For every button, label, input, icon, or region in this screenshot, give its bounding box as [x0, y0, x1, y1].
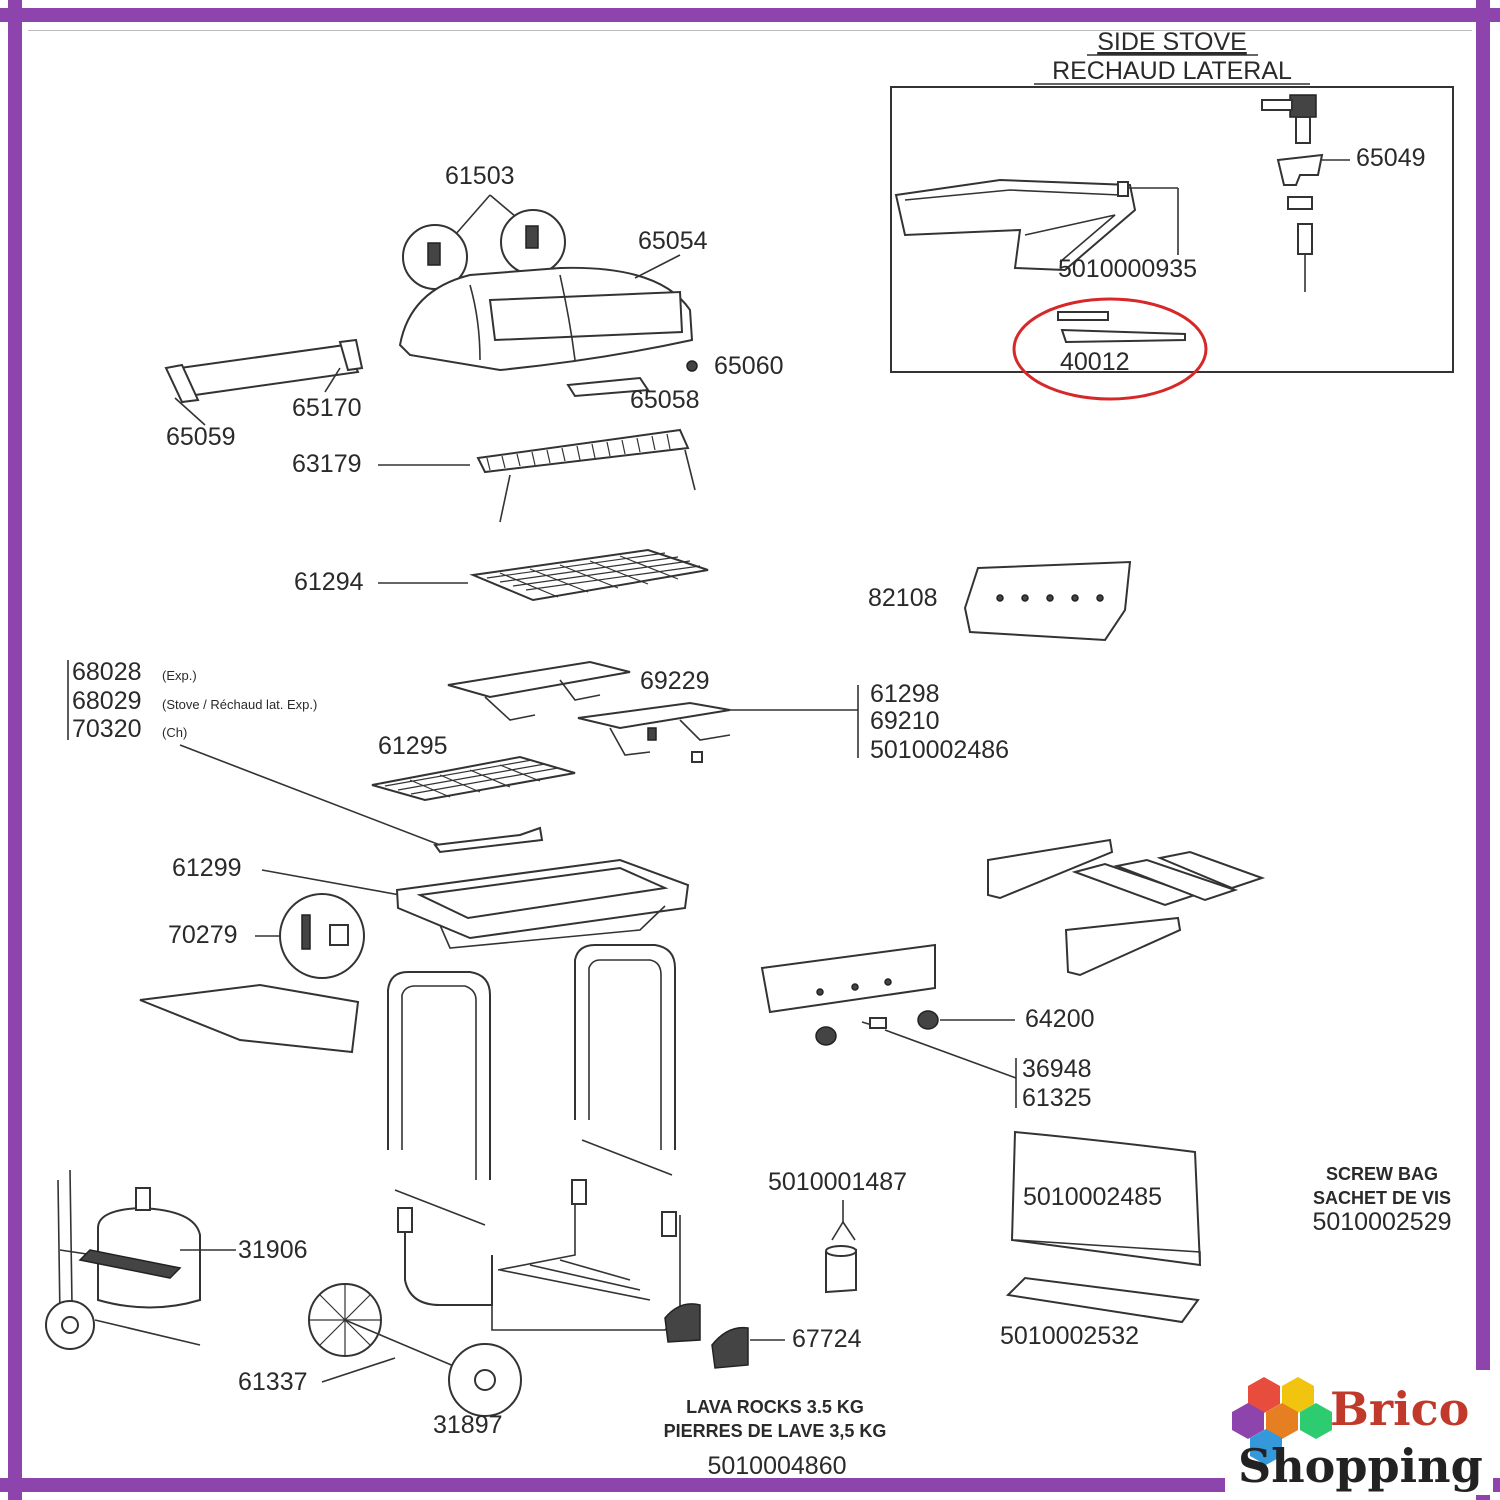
- part-label-5010002485: 5010002485: [1023, 1183, 1162, 1211]
- part-label-67724: 67724: [792, 1325, 862, 1353]
- part-label-61337: 61337: [238, 1368, 308, 1396]
- brico-shopping-logo: Brico Shopping: [1225, 1370, 1493, 1495]
- part-label-61294: 61294: [294, 568, 364, 596]
- part-label-65054: 65054: [638, 227, 708, 255]
- igniter-kit-circle: [279, 893, 365, 979]
- lid-hinge-drawing: [566, 376, 650, 398]
- gas-bottle: 31906: [45, 1169, 308, 1350]
- part-label-65049: 65049: [1356, 144, 1426, 172]
- brand-name-bottom: Shopping: [1238, 1439, 1483, 1493]
- part-label-68029: 68029: [72, 687, 142, 715]
- side-stove-box: [890, 86, 1454, 373]
- part-label-64200: 64200: [1025, 1005, 1095, 1033]
- warming-rack: 63179: [292, 428, 696, 523]
- cart-frame: [387, 944, 681, 1331]
- side-shelf-small: 65170 65059: [164, 338, 364, 451]
- lava-rocks-block: LAVA ROCKS 3.5 KG PIERRES DE LAVE 3,5 KG…: [664, 1397, 887, 1480]
- side-shelf-left-drawing: [139, 983, 360, 1054]
- part-label-61299: 61299: [172, 854, 242, 882]
- burner-group: 69229 61298 69210 5010002486: [447, 660, 1009, 764]
- screw-bag-code: 5010002529: [1312, 1208, 1451, 1236]
- part-label-65060: 65060: [714, 352, 784, 380]
- burner-labels: 68028 (Exp.) 68029 (Stove / Réchaud lat.…: [67, 658, 544, 854]
- lava-grate: 61295: [371, 732, 576, 802]
- side-stove-title-fr: RECHAUD LATERAL: [1052, 57, 1292, 85]
- frame-left-border: [8, 0, 22, 1500]
- frame-top-border: [0, 8, 1500, 22]
- part-note-68028: (Exp.): [162, 668, 197, 683]
- part-label-36948: 36948: [1022, 1055, 1092, 1083]
- burner-tube-drawing: [1060, 328, 1186, 344]
- part-label-5010002532: 5010002532: [1000, 1322, 1139, 1350]
- cord-and-can: 5010001487: [768, 1168, 907, 1294]
- right-shelf-pieces: [987, 838, 1266, 977]
- lava-rocks-title: LAVA ROCKS 3.5 KG: [686, 1397, 864, 1417]
- part-label-5010000935: 5010000935: [1058, 255, 1197, 283]
- burner-pipe-drawing: [433, 826, 544, 854]
- part-label-70279: 70279: [168, 921, 238, 949]
- frame-right-border: [1476, 0, 1490, 1500]
- knob-left-drawing: [815, 1026, 837, 1046]
- igniter-drawing: [1297, 223, 1313, 255]
- wheels: 61337 31897: [238, 1283, 522, 1439]
- frame-bottom-border: [0, 1478, 1500, 1492]
- lava-rocks-code: 5010004860: [707, 1452, 846, 1480]
- part-label-63179: 63179: [292, 450, 362, 478]
- part-label-82108: 82108: [868, 584, 938, 612]
- part-label-70320: 70320: [72, 715, 142, 743]
- valve-clip-drawing: [1276, 153, 1324, 186]
- part-note-68029: (Stove / Réchaud lat. Exp.): [162, 697, 317, 712]
- part-label-65170: 65170: [292, 394, 362, 422]
- brand-name-top: Brico: [1330, 1382, 1469, 1436]
- screw-bag-title-fr: SACHET DE VIS: [1313, 1188, 1451, 1208]
- highlight-circle: [1012, 297, 1208, 401]
- part-label-61298: 61298: [870, 680, 940, 708]
- part-note-70320: (Ch): [162, 725, 187, 740]
- part-label-61295: 61295: [378, 732, 448, 760]
- screw-bag-title: SCREW BAG: [1326, 1164, 1438, 1184]
- control-panel: 64200 36948 61325: [760, 943, 1095, 1112]
- part-label-61503: 61503: [445, 162, 515, 190]
- side-stove-bracket-drawing: [894, 178, 1137, 272]
- part-label-69210: 69210: [870, 707, 940, 735]
- side-stove-title: SIDE STOVE: [1097, 28, 1247, 56]
- part-label-69229: 69229: [640, 667, 710, 695]
- heat-shield: 82108: [868, 560, 1132, 642]
- part-label-68028: 68028: [72, 658, 142, 686]
- part-label-5010002486: 5010002486: [870, 736, 1009, 764]
- part-label-5010001487: 5010001487: [768, 1168, 907, 1196]
- feet: 67724: [664, 1303, 862, 1369]
- part-label-31906: 31906: [238, 1236, 308, 1264]
- lava-rocks-title-fr: PIERRES DE LAVE 3,5 KG: [664, 1421, 887, 1441]
- screw-bag-block: SCREW BAG SACHET DE VIS 5010002529: [1312, 1164, 1451, 1236]
- part-label-65058: 65058: [630, 386, 700, 414]
- knob-right-drawing: [917, 1010, 939, 1030]
- part-label-61325: 61325: [1022, 1084, 1092, 1112]
- part-label-40012: 40012: [1060, 348, 1130, 376]
- side-stove-inset: SIDE STOVE RECHAUD LATERAL 65049 5010000…: [890, 28, 1454, 401]
- part-label-31897: 31897: [433, 1411, 503, 1439]
- cooking-grid: 61294: [294, 548, 709, 602]
- firebox: 61299 70279: [168, 854, 690, 979]
- back-panel-and-tray: 5010002485 5010002532: [1000, 1130, 1202, 1350]
- lid-assembly: 61503 65054 65060 65058: [398, 162, 784, 414]
- part-label-65059: 65059: [166, 423, 236, 451]
- valve-drawing: [1289, 94, 1317, 118]
